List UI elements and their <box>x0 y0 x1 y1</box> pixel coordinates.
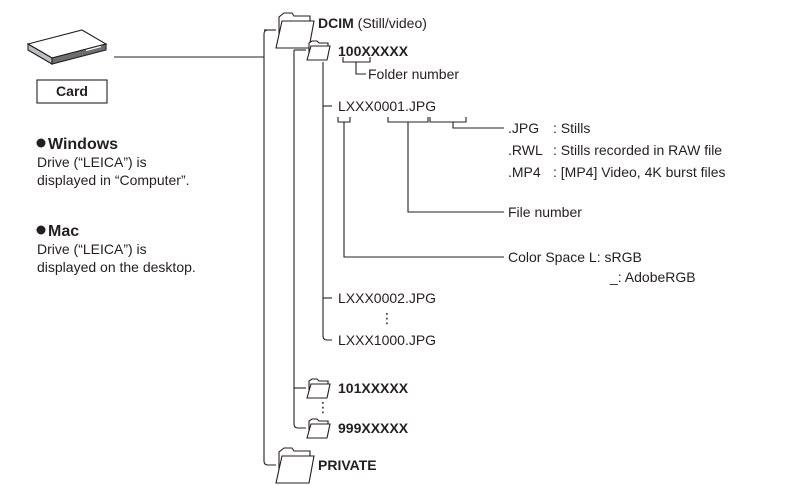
windows-title: Windows <box>48 136 118 153</box>
folder-100-icon <box>306 40 331 61</box>
dcim-folder-icon <box>275 12 315 49</box>
legend-ext-mp4: .MP4 <box>508 164 541 180</box>
mac-line-2: displayed on the desktop. <box>37 259 196 275</box>
file-0001-label: LXXX0001.JPG <box>338 98 436 114</box>
folder-999-icon <box>306 418 331 439</box>
windows-line-2: displayed in “Computer”. <box>37 172 190 188</box>
files-ellipsis: ⋮ <box>380 310 394 326</box>
file-0001-number: 0001 <box>374 98 405 114</box>
legend-ext-rwl-desc: : Stills recorded in RAW file <box>553 142 722 158</box>
file-0002-label: LXXX0002.JPG <box>338 290 436 306</box>
legend-color-space-adobe: _: AdobeRGB <box>609 269 696 285</box>
file-1000-label: LXXX1000.JPG <box>338 332 436 348</box>
legend-file-number: File number <box>508 204 582 220</box>
private-folder-icon <box>275 447 315 484</box>
dcim-note: (Still/video) <box>358 15 427 31</box>
card-label: Card <box>56 83 88 99</box>
legend-color-space: Color Space L: sRGB <box>508 249 642 265</box>
dcim-label: DCIM (Still/video) <box>318 15 427 31</box>
folder-100-label: 100XXXXX <box>338 43 409 59</box>
folder-999-label: 999XXXXX <box>338 420 409 436</box>
legend-ext-jpg-desc: : Stills <box>553 120 590 136</box>
tree-lines <box>263 29 504 466</box>
file-0001-prefix: LXXX <box>338 98 374 114</box>
folder-101-icon <box>306 378 331 399</box>
card-drive-icon <box>26 29 108 65</box>
mac-line-1: Drive (“LEICA”) is <box>37 241 147 257</box>
windows-bullet <box>36 138 46 148</box>
legend-ext-mp4-desc: : [MP4] Video, 4K burst files <box>553 164 726 180</box>
folder-101-label: 101XXXXX <box>338 380 409 396</box>
legend-ext-jpg: .JPG <box>508 120 539 136</box>
legend-ext-rwl: .RWL <box>508 142 543 158</box>
card-label-box <box>36 79 108 104</box>
folder-number-label: Folder number <box>368 66 459 82</box>
file-0001-ext: .JPG <box>405 98 436 114</box>
windows-line-1: Drive (“LEICA”) is <box>37 154 147 170</box>
private-label: PRIVATE <box>318 457 377 473</box>
folders-ellipsis: ⋮ <box>316 399 330 415</box>
mac-bullet <box>36 225 46 235</box>
dcim-name: DCIM <box>318 15 354 31</box>
mac-title: Mac <box>48 223 79 240</box>
